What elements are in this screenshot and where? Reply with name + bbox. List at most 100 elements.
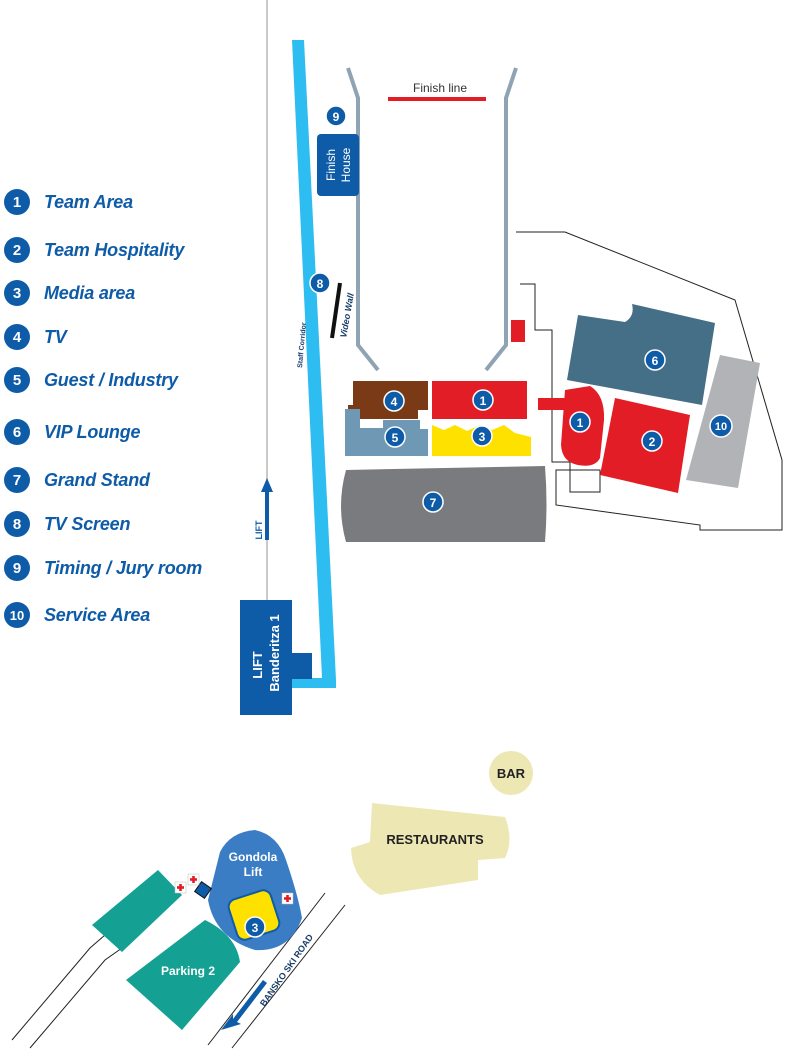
up-arrow-icon	[261, 478, 273, 540]
staff-corridor	[292, 40, 336, 688]
first-aid-cross-icon	[281, 892, 294, 905]
marker-number: 2	[649, 435, 656, 449]
lift-box-name: Banderitza 1	[267, 614, 282, 691]
marker-number: 9	[333, 110, 340, 124]
marker-number: 1	[480, 394, 487, 408]
road-edge	[207, 892, 326, 1046]
marker-tv-screen: 8	[309, 272, 331, 294]
legend-label: Media area	[44, 282, 136, 303]
finish-line-label: Finish line	[413, 81, 467, 95]
map-marker-icon	[325, 105, 347, 127]
legend-item-grand-stand: 7 Grand Stand	[4, 465, 150, 495]
legend-item-tv: 4 TV	[4, 322, 67, 352]
finish-house-label: House	[339, 147, 353, 182]
legend-item-media-area: 3 Media area	[4, 278, 135, 308]
legend-number-badge: 10	[4, 602, 30, 628]
legend-item-service-area: 10 Service Area	[4, 600, 150, 630]
legend-item-guest-industry: 5 Guest / Industry	[4, 365, 178, 395]
marker-vip-lounge: 6	[644, 349, 666, 371]
first-aid-cross-icon	[187, 873, 200, 886]
legend-item-team-area: 1 Team Area	[4, 187, 133, 217]
marker-number: 4	[391, 395, 398, 409]
map-marker-icon	[384, 426, 406, 448]
road-edge	[29, 947, 123, 1049]
legend-label: Guest / Industry	[44, 369, 178, 390]
legend-label: Team Hospitality	[44, 239, 185, 260]
marker-media-area: 3	[471, 425, 493, 447]
marker-number: 5	[392, 431, 399, 445]
video-wall-label: Video Wall	[338, 292, 356, 339]
marker-number: 6	[652, 354, 659, 368]
legend-item-vip-lounge: 6 VIP Lounge	[4, 417, 141, 447]
map-marker-icon	[709, 414, 733, 438]
road-edge	[231, 904, 346, 1049]
road-edge	[11, 934, 106, 1041]
finish-house-label: Finish	[324, 149, 338, 181]
legend-number-badge: 2	[4, 237, 30, 263]
marker-team-area-east: 1	[569, 411, 591, 433]
legend-number-badge: 1	[4, 189, 30, 215]
lift-annex	[292, 653, 312, 679]
marker-team-area: 1	[472, 389, 494, 411]
legend: 1 Team Area 2 Team Hospitality 3 Media a…	[0, 0, 230, 1050]
legend-number-badge: 5	[4, 367, 30, 393]
venue-boundary	[516, 231, 783, 531]
gondola-label: Lift	[244, 865, 263, 879]
map-marker-icon	[569, 411, 591, 433]
finish-area-right-boundary	[484, 67, 518, 372]
bar-building	[489, 751, 533, 795]
bar-label: BAR	[497, 766, 526, 781]
legend-number-badge: 3	[4, 280, 30, 306]
legend-item-timing-jury: 9 Timing / Jury room	[4, 553, 202, 583]
legend-label: TV	[44, 326, 67, 347]
gondola-label: Gondola	[229, 850, 278, 864]
map-marker-icon	[641, 430, 663, 452]
marker-tv: 4	[383, 390, 405, 412]
map-marker-icon	[383, 390, 405, 412]
finish-house	[317, 134, 359, 196]
marker-number: 3	[479, 430, 486, 444]
restaurants-label: RESTAURANTS	[386, 832, 484, 847]
legend-label: Service Area	[44, 604, 151, 625]
map-marker-icon	[422, 491, 444, 513]
map-marker-icon	[644, 349, 666, 371]
legend-label: TV Screen	[44, 513, 131, 534]
legend-label: Grand Stand	[44, 469, 150, 490]
marker-number: 3	[252, 921, 259, 935]
legend-label: VIP Lounge	[44, 421, 141, 442]
legend-label: Timing / Jury room	[44, 557, 203, 578]
vip-lounge-zone	[567, 304, 715, 405]
map-marker-icon	[309, 272, 331, 294]
legend-item-tv-screen: 8 TV Screen	[4, 509, 130, 539]
marker-number: 10	[715, 421, 727, 433]
map-marker-icon	[244, 916, 266, 938]
marker-timing-jury: 9	[325, 105, 347, 127]
marker-media-area-gondola: 3	[244, 916, 266, 938]
lift-banderitza-building	[240, 600, 292, 715]
marker-number: 7	[430, 496, 437, 510]
parking-2-area	[126, 920, 240, 1030]
marker-service-area: 10	[709, 414, 733, 438]
map-marker-icon	[472, 389, 494, 411]
marker-number: 8	[317, 277, 324, 291]
marker-grand-stand: 7	[422, 491, 444, 513]
lift-box-label: LIFT	[250, 651, 265, 678]
legend-item-team-hospitality: 2 Team Hospitality	[4, 235, 184, 265]
ticket-booth	[193, 880, 213, 900]
video-wall	[330, 282, 342, 339]
left-arrow-icon	[221, 980, 267, 1030]
legend-number-badge: 7	[4, 467, 30, 493]
finish-area-left-boundary	[346, 67, 380, 372]
legend-number-badge: 9	[4, 555, 30, 581]
staff-corridor-label: Staff Corridor	[297, 322, 308, 368]
first-aid-cross-icon	[174, 881, 187, 894]
map-marker-icon	[471, 425, 493, 447]
restaurants-building	[351, 803, 510, 895]
parking-area-north	[92, 870, 182, 952]
legend-number-badge: 8	[4, 511, 30, 537]
grand-stand-zone	[341, 466, 547, 542]
lift-arrow-label: LIFT	[254, 520, 264, 539]
marker-number: 1	[577, 416, 584, 430]
marker-team-hospitality: 2	[641, 430, 663, 452]
